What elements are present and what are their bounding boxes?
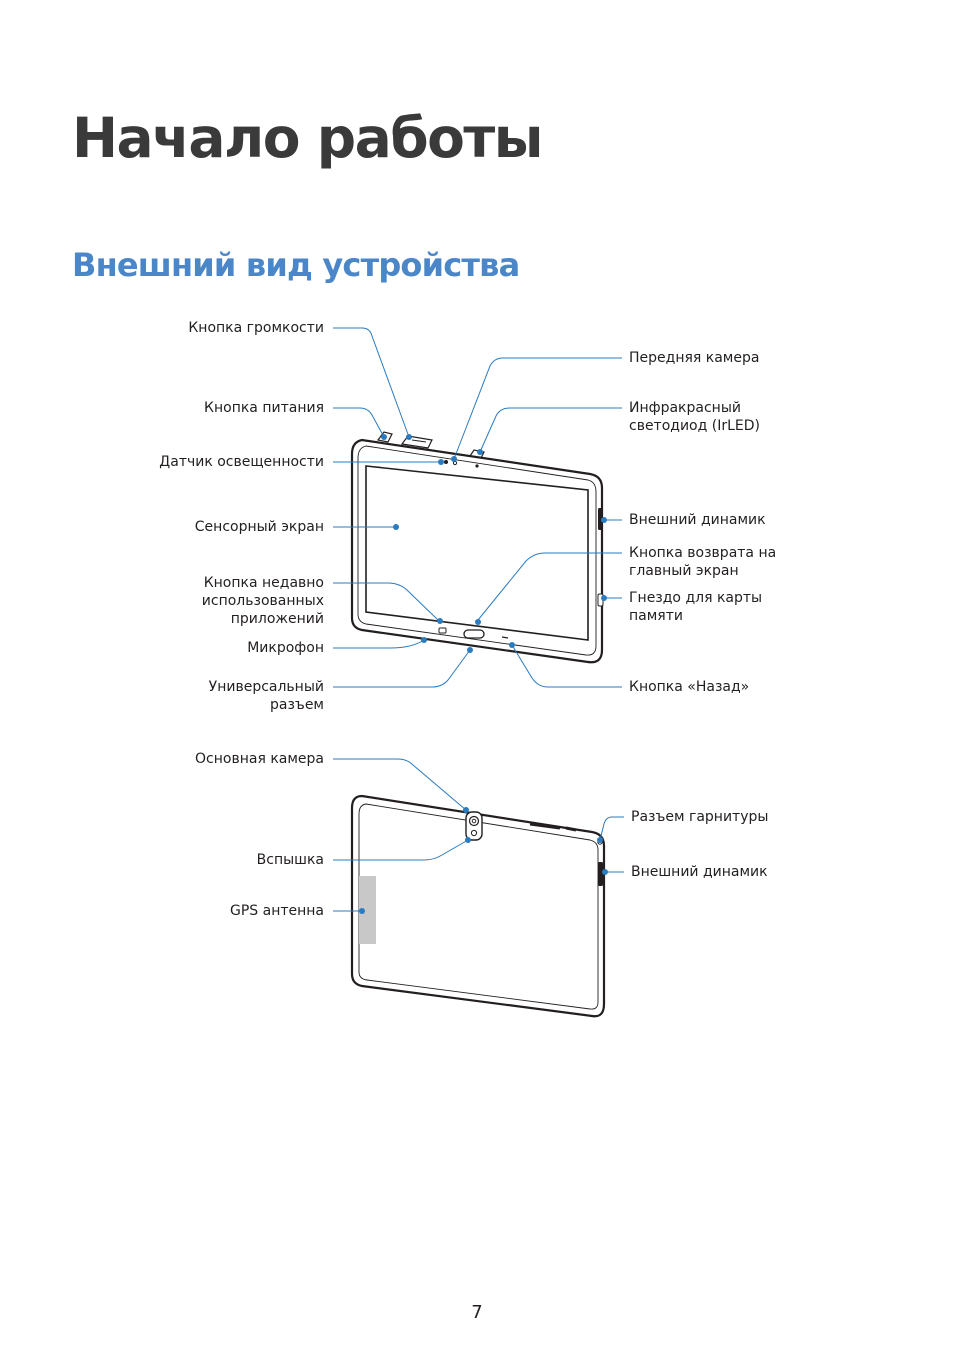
chapter-title: Начало работы	[72, 106, 544, 170]
label-recent-apps-button: Кнопка недавно использованных приложений	[201, 575, 324, 627]
label-flash: Вспышка	[256, 852, 324, 868]
label-rear-camera: Основная камера	[195, 751, 324, 767]
leader-lines	[333, 327, 624, 912]
label-headset-jack: Разъем гарнитуры	[631, 809, 769, 825]
leader-dots	[359, 434, 608, 914]
label-speaker-back: Внешний динамик	[631, 864, 768, 880]
label-power-button: Кнопка питания	[204, 400, 324, 416]
label-gps-antenna: GPS антенна	[229, 903, 324, 919]
label-touchscreen: Сенсорный экран	[194, 519, 324, 535]
label-light-sensor: Датчик освещенности	[159, 454, 324, 470]
label-universal-connector: Универсальный разъем	[208, 679, 324, 713]
label-back-button: Кнопка «Назад»	[629, 679, 750, 695]
section-title: Внешний вид устройства	[72, 246, 520, 284]
label-microphone: Микрофон	[247, 640, 324, 656]
label-irled: Инфракрасный светодиод (IrLED)	[629, 400, 760, 434]
page-number: 7	[471, 1302, 483, 1323]
label-memory-card-slot: Гнездо для карты памяти	[629, 590, 763, 624]
tablet-back-view	[350, 794, 606, 1018]
label-front-camera: Передняя камера	[629, 350, 760, 366]
label-volume-button: Кнопка громкости	[188, 320, 324, 336]
label-speaker-front: Внешний динамик	[629, 512, 766, 528]
tablet-front-view	[350, 431, 604, 664]
label-home-button: Кнопка возврата на главный экран	[629, 545, 777, 579]
